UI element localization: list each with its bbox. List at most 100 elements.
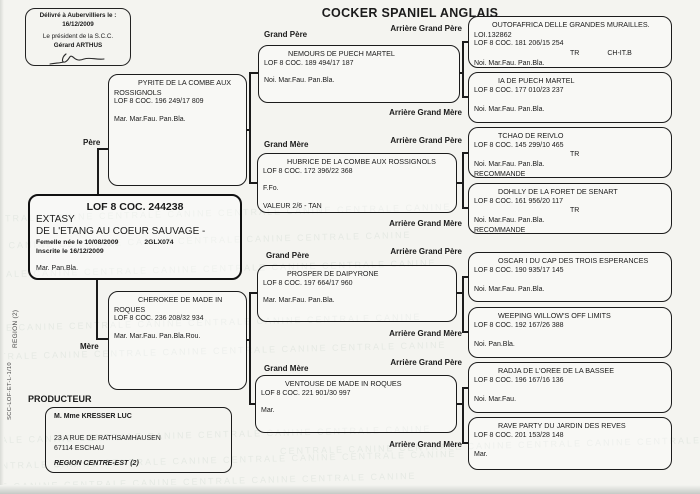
connector-line [456,182,463,184]
dog-title: TR [570,49,580,57]
connector-line [462,207,469,209]
pedigree-box-subject: LOF 8 COC. 244238 EXTASY DE L'ETANG AU C… [28,194,242,280]
dog-coat-colors: Noi. Mar.Fau. Pan.Bla. [474,161,545,169]
dog-lof-number: LOF 8 COC. 236 208/32 934 [114,315,204,323]
dog-lof-number: LOF 8 COC. 196 249/17 809 [114,98,204,106]
dog-coat-colors: Noi. Pan.Bla. [474,341,515,349]
label-grand-mere-paternal: Grand Mère [264,140,309,149]
dog-mention: RECOMMANDE [474,170,526,178]
pedigree-box-grandmother-maternal: VENTOUSE DE MADE IN ROQUES LOF 8 COC. 22… [255,375,457,433]
subject-tattoo-id: 2GLX074 [144,239,174,247]
dog-name: NEMOURS DE PUECH MARTEL [288,49,395,58]
dog-lof-number: LOF 8 COC. 192 167/26 388 [474,321,564,329]
dog-coat-colors: Noi. Mar.Fau. Pan.Bla. [474,106,545,114]
dog-name: PYRITE DE LA COMBE AUX ROSSIGNOLS [114,78,232,97]
dog-coat-colors: F.Fo. [263,185,279,193]
dog-lof-number: LOF 8 COC. 201 153/28 148 [474,431,564,439]
dog-lof-number: LOF 8 COC. 181 206/15 254 [474,40,564,48]
stamp-issued-date: 16/12/2009 [62,20,94,28]
pedigree-box-great-grandparent-1: OUTOFAFRICA DELLE GRANDES MURAILLES. LOI… [468,16,672,68]
dog-mention: RECOMMANDE [474,226,526,234]
dog-coat-colors: Noi. Mar.Fau. Pan.Bla. [474,286,545,294]
connector-line [456,292,463,294]
connector-line [462,42,464,98]
connector-line [459,72,464,74]
dog-coat-colors: Mar. Mar.Fau. Pan.Bla. [263,297,335,305]
connector-line [249,292,258,294]
label-pere: Père [83,138,101,147]
dog-name: HUBRICE DE LA COMBE AUX ROSSIGNOLS [287,157,436,166]
pedigree-box-grandfather-paternal: NEMOURS DE PUECH MARTEL LOF 8 COC. 189 4… [258,45,460,103]
dog-name: CHEROKEE DE MADE IN ROQUES [114,295,223,314]
producer-heading: PRODUCTEUR [28,394,92,404]
connector-line [456,403,463,405]
producer-address-line2: 67114 ESCHAU [54,444,105,452]
pedigree-box-great-grandparent-8: RAVE PARTY DU JARDIN DES REVES LOF 8 COC… [468,417,672,470]
connector-line [96,338,109,340]
connector-line [249,73,251,183]
connector-line [462,387,464,443]
dog-name: WEEPING WILLOW'S OFF LIMITS [498,311,611,320]
dog-name: IA DE PUECH MARTEL [498,76,575,85]
label-grand-mere-maternal: Grand Mère [264,364,309,373]
subject-name-line1: EXTASY [36,214,75,226]
dog-coat-colors: Mar. [474,451,488,459]
label-grand-pere-maternal: Grand Père [266,251,310,260]
dog-coat-colors: Noi. Mar.Fau. Pan.Bla. [474,217,545,225]
dog-lof-number: LOF 8 COC. 172 396/22 368 [263,167,353,175]
connector-line [249,72,259,74]
scc-stamp: Délivré à Aubervilliers le : 16/12/2009 … [25,8,131,66]
label-arriere-grand-pere-2: Arrière Grand Père [390,136,462,145]
connector-line [462,96,469,98]
dog-lof-number: LOF 8 COC. 196 167/16 136 [474,376,564,384]
dog-lof-number: LOF 8 COC. 177 010/23 237 [474,86,564,94]
subject-inscription-date: Inscrite le 16/12/2009 [36,248,104,256]
connector-line [462,152,464,209]
pedigree-box-mother: CHEROKEE DE MADE IN ROQUES LOF 8 COC. 23… [108,291,247,390]
scan-edge-bottom [0,485,700,494]
producer-region: REGION CENTRE-EST (2) [54,460,139,468]
dog-name: OSCAR I DU CAP DES TROIS ESPERANCES [498,256,649,265]
pedigree-box-grandmother-paternal: HUBRICE DE LA COMBE AUX ROSSIGNOLS LOF 8… [257,153,457,213]
producer-box: M. Mme KRESSER LUC 23 A RUE DE RATHSAMHA… [45,407,232,473]
connector-line [249,403,256,405]
stamp-president-title: Le président de la S.C.C. [42,33,114,40]
connector-line [462,387,469,389]
subject-name-line2: DE L'ETANG AU COEUR SAUVAGE - [36,225,206,237]
subject-sex-birthdate: Femelle née le 10/08/2009 [36,239,119,247]
producer-address-line1: 23 A RUE DE RATHSAMHAUSEN [54,434,161,442]
connector-line [462,41,469,43]
subject-lof-number: LOF 8 COC. 244238 [86,201,184,213]
dog-coat-colors: Mar. [261,407,275,415]
margin-region-code: REGION (2) [12,309,19,348]
dog-lof-number: LOF 8 COC. 221 901/30 997 [261,389,351,397]
connector-line [246,129,251,131]
dog-lof-number: LOF 8 COC. 161 956/20 117 [474,197,563,205]
connector-line [249,293,251,405]
label-arriere-grand-pere-1: Arrière Grand Père [390,24,462,33]
dog-name: RAVE PARTY DU JARDIN DES REVES [498,421,626,430]
dog-title: CH-IT.B [607,49,632,57]
label-arriere-grand-mere-3: Arrière Grand Mère [389,329,462,338]
dog-coat-colors: Mar. Mar.Fau. Pan.Bla.Rou. [114,332,201,340]
pedigree-box-great-grandparent-7: RADJA DE L'OREE DE LA BASSEE LOF 8 COC. … [468,362,672,413]
label-arriere-grand-mere-1: Arrière Grand Mère [389,108,462,117]
dog-coat-colors: Noi. Mar.Fau. Pan.Bla. [264,77,335,85]
dog-title: TR [570,151,580,159]
connector-line [462,442,469,444]
dog-lof-number: LOF 8 COC. 197 664/17 960 [263,279,353,287]
label-arriere-grand-pere-3: Arrière Grand Père [390,247,462,256]
page-title: COCKER SPANIEL ANGLAIS [321,6,499,20]
connector-line [462,276,464,332]
connector-line [96,280,98,340]
pedigree-box-father: PYRITE DE LA COMBE AUX ROSSIGNOLS LOF 8 … [108,74,247,186]
connector-line [462,152,469,154]
signature-icon [49,53,105,65]
producer-name: M. Mme KRESSER LUC [54,413,132,420]
connector-line [246,339,251,341]
margin-form-code: SCC-LOF-ET-L-1/10 [7,362,13,420]
dog-name: PROSPER DE DAIPYRONE [287,269,379,278]
dog-name: OUTOFAFRICA DELLE GRANDES MURAILLES. LOI… [474,20,650,39]
dog-lof-number: LOF 8 COC. 145 299/10 465 [474,141,564,149]
